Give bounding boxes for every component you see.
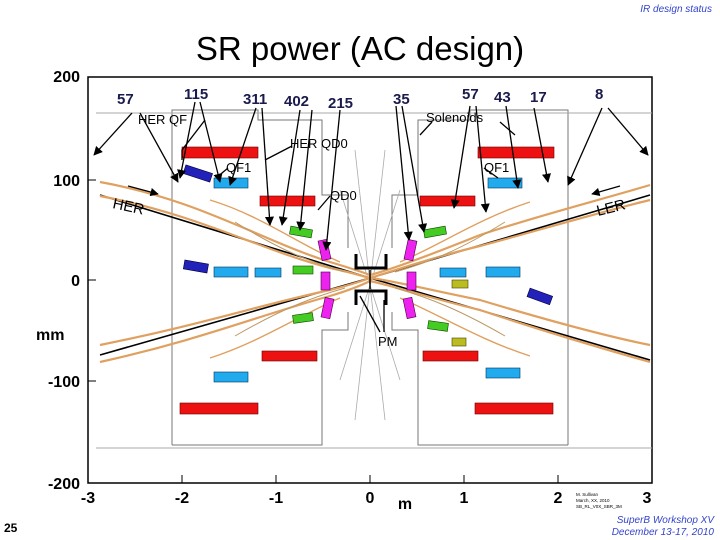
magnet <box>261 350 318 362</box>
y-tick-label: 0 <box>71 273 80 290</box>
magnet <box>439 267 467 278</box>
header-label: IR design status <box>640 4 712 15</box>
x-tick-label: 3 <box>643 490 652 507</box>
credit-line: M. Sullivan <box>576 492 599 497</box>
magnet <box>254 267 282 278</box>
magnet <box>485 367 521 379</box>
power-label: 57 <box>462 86 479 103</box>
power-label: 17 <box>530 89 547 106</box>
magnet <box>213 371 249 383</box>
magnets-blue <box>182 164 554 306</box>
x-axis: -3 -2 -1 0 1 2 3 m <box>81 475 652 513</box>
magnet <box>403 239 418 262</box>
y-tick-label: 100 <box>53 173 80 190</box>
magnet <box>402 296 417 319</box>
magnet <box>182 259 209 274</box>
power-label: 402 <box>284 93 309 110</box>
magnet <box>487 177 523 189</box>
x-tick-label: -3 <box>81 490 95 507</box>
power-label: 43 <box>494 89 511 106</box>
slide-title: SR power (AC design) <box>195 30 525 67</box>
magnet <box>320 271 331 291</box>
magnet <box>406 271 417 291</box>
ip-beam-pipe <box>354 254 388 305</box>
power-label: 115 <box>184 86 208 103</box>
power-label: 57 <box>117 91 134 108</box>
her-qf-label: HER QF <box>138 112 187 127</box>
x-tick-label: 2 <box>554 490 563 507</box>
chamber-outline <box>96 109 652 449</box>
magnet <box>427 320 449 332</box>
her-qd0-label: HER QD0 <box>290 136 348 151</box>
qd0-label: QD0 <box>330 188 357 203</box>
page-number: 25 <box>4 521 18 535</box>
solenoids-label: Solenoids <box>426 110 484 125</box>
qf1-left-label: QF1 <box>226 160 251 175</box>
magnet <box>451 337 467 347</box>
magnet <box>451 279 469 289</box>
magnet <box>320 297 335 320</box>
magnet <box>213 266 249 278</box>
magnet <box>181 146 259 159</box>
magnets-magenta <box>317 238 418 320</box>
credit-block: M. Sullivan March, XX, 2010 SB_RL_V0X_SB… <box>576 492 622 509</box>
magnet <box>485 266 521 278</box>
footer-line-2: December 13-17, 2010 <box>611 527 714 538</box>
magnet <box>419 195 476 207</box>
magnet <box>474 402 554 415</box>
x-tick-label: 1 <box>460 490 469 507</box>
y-tick-label: 200 <box>53 69 80 86</box>
magnet <box>292 312 314 324</box>
x-axis-unit: m <box>398 496 412 513</box>
power-label: 215 <box>328 95 353 112</box>
power-label: 311 <box>243 91 267 108</box>
magnet <box>477 146 555 159</box>
her-beam-label: HER <box>111 195 146 218</box>
ler-beam-label: LER <box>595 196 628 220</box>
x-tick-label: -1 <box>269 490 283 507</box>
power-labels: 57 115 311 402 215 35 57 43 17 8 <box>117 86 603 112</box>
magnet <box>423 225 447 239</box>
credit-line: SB_RL_V0X_SBR_3M <box>576 504 622 509</box>
magnet-labels: HER QF HER QD0 QF1 QF1 QD0 Solenoids PM <box>138 110 509 349</box>
magnet <box>289 225 313 239</box>
annotation-arrows <box>93 101 649 251</box>
beam-direction-arrows <box>127 185 621 197</box>
magnet <box>317 238 332 261</box>
y-axis: 200 100 0 -100 -200 mm <box>36 69 96 493</box>
y-tick-label: -100 <box>48 374 80 391</box>
magnet <box>422 350 479 362</box>
pm-label: PM <box>378 334 398 349</box>
x-tick-label: 0 <box>366 490 375 507</box>
magnet <box>526 287 554 306</box>
y-tick-label: -200 <box>48 476 80 493</box>
magnets-red <box>179 146 555 415</box>
x-tick-label: -2 <box>175 490 189 507</box>
magnet <box>292 265 314 275</box>
label-leaders <box>181 119 516 333</box>
magnet <box>182 164 213 183</box>
power-label: 8 <box>595 86 603 103</box>
qf1-right-label: QF1 <box>484 160 509 175</box>
credit-line: March, XX, 2010 <box>576 498 610 503</box>
y-axis-unit: mm <box>36 327 64 344</box>
footer-line-1: SuperB Workshop XV <box>616 515 714 526</box>
magnet <box>259 195 316 207</box>
magnet <box>179 402 259 415</box>
magnets-yellow <box>451 279 469 347</box>
magnets-green <box>289 225 449 332</box>
power-label: 35 <box>393 91 410 108</box>
